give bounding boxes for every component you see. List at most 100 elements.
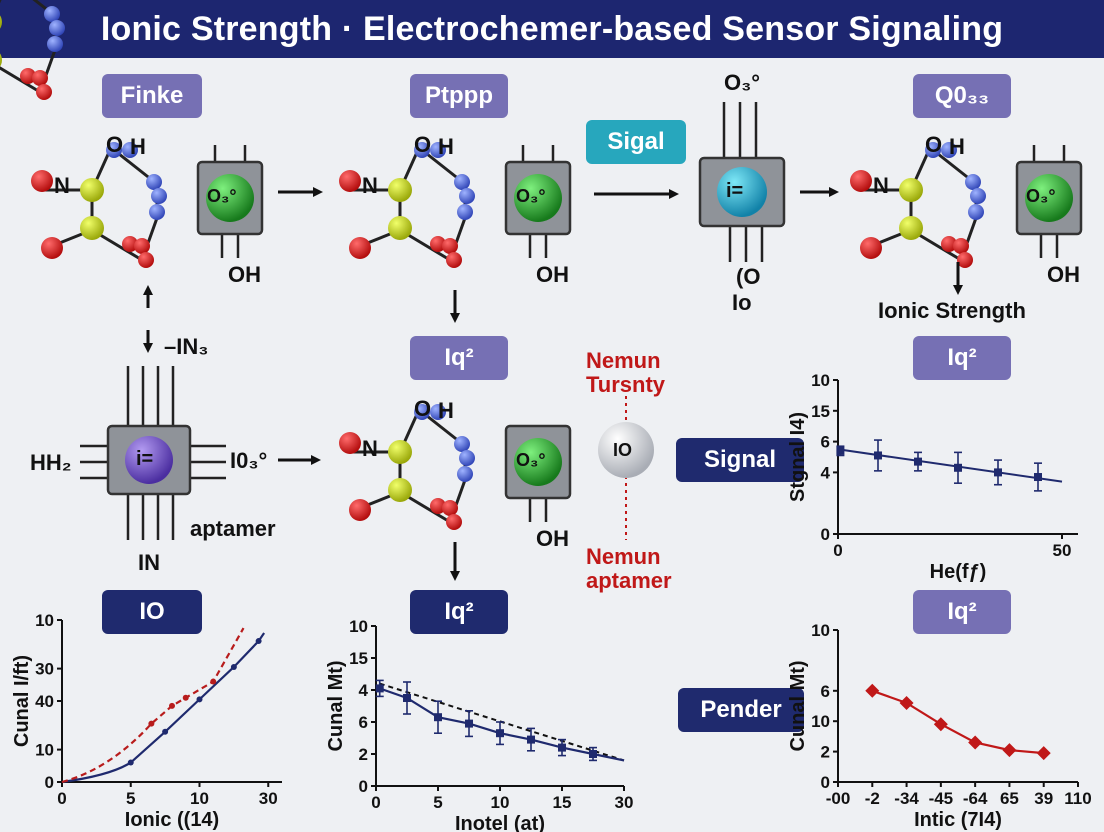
chart-3-y-label: Cunal Mt) — [787, 660, 809, 751]
chart-1-y-tick-label: 40 — [35, 692, 54, 711]
chart-0-x-label: He(fƒ) — [930, 561, 987, 583]
chart-1-data-point — [148, 720, 155, 727]
atom-o-1: O — [106, 132, 124, 157]
chart-3-data-point — [1036, 746, 1051, 761]
atom-h-2: H — [438, 134, 454, 159]
chip-2-label: O₃° — [516, 186, 546, 206]
chart-0-data-point — [836, 446, 845, 455]
chart-2-x-tick-label: 10 — [491, 793, 510, 812]
hydroxyl-1: OH — [228, 262, 261, 287]
tag-finke: Finke — [102, 74, 202, 118]
atom-n-4: N — [362, 436, 378, 461]
label-ionic-strength: Ionic Strength — [878, 298, 1026, 323]
chart-3-x-tick-label: -2 — [865, 789, 880, 808]
tag-ptppp: Ptppp — [410, 74, 508, 118]
label-aptamer-red: aptamer — [586, 568, 672, 593]
sensor-chip-teal — [698, 102, 786, 262]
chart-2-y-tick-label: 6 — [359, 713, 368, 732]
chart-2-y-label: Cunal Mt) — [325, 660, 347, 751]
hydroxyl-4: OH — [536, 526, 569, 551]
chart-1-y-tick-label: 0 — [45, 773, 54, 792]
chart-1-data-point — [255, 638, 262, 645]
chart-1-series-0-line — [61, 632, 266, 784]
chart-3-series-0-line — [871, 689, 1044, 755]
chart-3-x-tick-label: -34 — [894, 789, 919, 808]
chart-1-y-tick-label: 10 — [35, 611, 54, 630]
atom-n-2: N — [362, 173, 378, 198]
chart-2-data-point — [558, 743, 566, 752]
chart-0-y-tick-label: 6 — [821, 433, 830, 452]
chart-1-x-tick-label: 5 — [126, 789, 135, 808]
chart-3-y-tick-label: 10 — [811, 712, 830, 731]
chart-2-data-point — [589, 750, 597, 758]
chart-3-y-tick-label: 2 — [821, 743, 830, 762]
chip-green-4 — [504, 424, 572, 522]
sensor-chip-purple — [80, 366, 226, 540]
label-in: IN — [138, 550, 160, 575]
chart-1-data-point — [162, 728, 169, 735]
chart-2-y-tick-label: 0 — [359, 777, 368, 796]
chart-0-fit-line — [837, 448, 1063, 483]
chart-3-data-point — [968, 735, 983, 750]
label-in3: –IN₃ — [164, 334, 209, 359]
chart-1-y-tick-label: 30 — [35, 660, 54, 679]
chip-1-label: O₃° — [207, 186, 237, 206]
tag-iq2-bottom-middle: Iq² — [410, 590, 508, 634]
hydroxyl-3: OH — [1047, 262, 1080, 287]
hydroxyl-2: OH — [536, 262, 569, 287]
chart-2-y-tick-label: 2 — [359, 745, 368, 764]
tag-io: IO — [102, 590, 202, 634]
page-title: Ionic Strength · Electrochemer-based Sen… — [0, 0, 1104, 58]
chart-2-x-tick-label: 30 — [615, 793, 634, 812]
chart-1-x-tick-label: 0 — [57, 789, 66, 808]
chart-2-x-tick-label: 0 — [371, 793, 380, 812]
teal-sensor-label: i= — [726, 180, 744, 202]
chart-1-x-tick-label: 30 — [259, 789, 278, 808]
chart-3-y-tick-label: 6 — [821, 682, 830, 701]
tag-iq2-right: Iq² — [913, 336, 1011, 380]
label-nemun-bottom: Nemun — [586, 544, 661, 569]
chart-3-data-point — [865, 683, 880, 698]
chart-1-data-point — [230, 663, 237, 670]
chart-3-y-tick-label: 10 — [811, 621, 830, 640]
chart-0-y-tick-label: 4 — [821, 463, 831, 482]
chart-0-data-point — [954, 463, 962, 472]
chart-2-data-point — [403, 694, 411, 702]
chart-0-y-tick-label: 0 — [821, 525, 830, 544]
chart-3-x-tick-label: 110 — [1064, 789, 1091, 808]
chip-green-3 — [1015, 145, 1083, 258]
chart-2-data-point — [434, 713, 442, 722]
atom-h-4: H — [438, 398, 454, 423]
label-aptamer: aptamer — [190, 516, 276, 541]
chart-3-data-point — [933, 717, 948, 732]
atom-o-2: O — [414, 132, 432, 157]
tag-sigal: Sigal — [586, 120, 686, 164]
chart-3-x-tick-label: 65 — [1000, 789, 1019, 808]
atom-o-3: O — [925, 132, 943, 157]
tag-iq2-bottom-right: Iq² — [913, 590, 1011, 634]
label-io: Io — [732, 290, 752, 315]
chart-1-data-point — [169, 702, 175, 709]
chart-2-data-point — [496, 729, 504, 738]
label-nemun-top: Nemun — [586, 348, 661, 373]
tag-signal: Signal — [676, 438, 804, 482]
chart-0-y-tick-label: 10 — [811, 371, 830, 390]
chart-2-x-tick-label: 15 — [553, 793, 572, 812]
chart-1-data-point — [210, 678, 217, 685]
label-o3-top: O₃° — [724, 70, 761, 95]
chart-0-data-point — [914, 457, 922, 466]
atom-n-3: N — [873, 173, 889, 198]
chart-2-x-tick-label: 5 — [433, 793, 442, 812]
chart-0-y-label: Stgnal I4) — [787, 412, 809, 502]
chart-3-y-tick-label: 0 — [821, 773, 830, 792]
chart-3-data-point — [1002, 743, 1017, 758]
chart-2-x-label: Inotel (at) — [455, 813, 545, 832]
chart-1-y-label: Cunal I/ft) — [11, 655, 33, 747]
chart-0-data-point — [1034, 473, 1042, 482]
chart-0-x-tick-label: 50 — [1053, 541, 1072, 560]
tag-pender: Pender — [678, 688, 804, 732]
probe-ball-label: IO — [613, 440, 633, 460]
